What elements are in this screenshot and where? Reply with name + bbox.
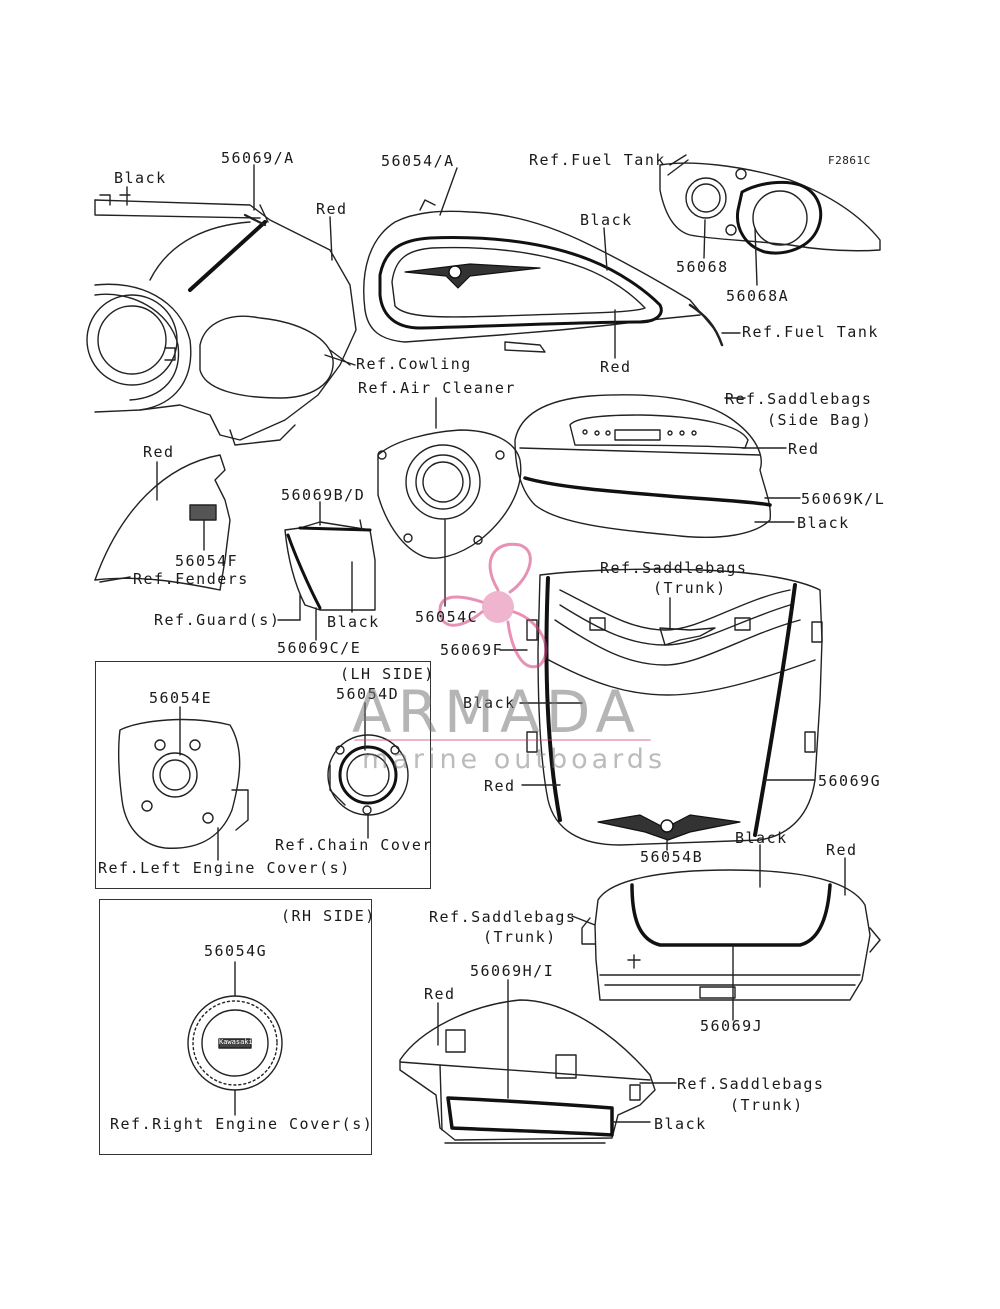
guard-illustration	[284, 519, 376, 621]
label-ref-saddlebags-trunk2: Ref.Saddlebags	[429, 908, 577, 926]
label-ref-chain-cover: Ref.Chain Cover	[275, 836, 433, 854]
leader-black-tank	[603, 227, 608, 271]
label-black-tank: Black	[580, 211, 633, 229]
label-56069KL: 56069K/L	[801, 490, 886, 508]
label-red-cowl: Red	[316, 200, 348, 218]
label-56069HI: 56069H/I	[470, 962, 555, 980]
watermark-tagline: marine outboards	[362, 744, 667, 775]
label-ref-left-engine-cover: Ref.Left Engine Cover(s)	[98, 859, 351, 877]
label-red-tank: Red	[600, 358, 632, 376]
label-trunk: (Trunk)	[653, 579, 727, 597]
leader-56054A	[439, 167, 458, 216]
label-black-sidebag: Black	[797, 514, 850, 532]
label-56054G: 56054G	[204, 942, 268, 960]
label-56054F: 56054F	[175, 552, 239, 570]
label-rh-side: (RH SIDE)	[281, 907, 376, 925]
label-red-fender: Red	[143, 443, 175, 461]
label-black-trunk3: Black	[654, 1115, 707, 1133]
label-red-trunk3: Red	[424, 985, 456, 1003]
fuel-tank-illustration	[363, 199, 724, 353]
lh-side-box	[95, 661, 431, 889]
label-ref-saddlebags-trunk: Ref.Saddlebags	[600, 559, 748, 577]
rh-side-box	[99, 899, 372, 1155]
label-side-bag: (Side Bag)	[767, 411, 873, 429]
label-red-trunk2: Red	[826, 841, 858, 859]
air-cleaner-illustration	[377, 429, 522, 559]
label-56069J: 56069J	[700, 1017, 764, 1035]
label-red-trunk: Red	[484, 777, 516, 795]
label-black-guard: Black	[327, 613, 380, 631]
leader-ref-saddlebags-trunk2	[571, 915, 596, 926]
label-lh-side: (LH SIDE)	[340, 665, 435, 683]
label-trunk2: (Trunk)	[483, 928, 557, 946]
figure-code: F2861C	[828, 154, 871, 167]
label-ref-fenders: Ref.Fenders	[133, 570, 249, 588]
label-ref-right-engine-cover: Ref.Right Engine Cover(s)	[110, 1115, 374, 1133]
leader-ref-fuel-tank-top	[669, 154, 687, 166]
label-ref-guards: Ref.Guard(s)	[154, 611, 281, 629]
label-black-trunk2: Black	[735, 829, 788, 847]
cowling-illustration	[86, 194, 357, 446]
label-56054C: 56054C	[415, 608, 479, 626]
label-ref-air-cleaner: Ref.Air Cleaner	[358, 379, 516, 397]
label-56069BD: 56069B/D	[281, 486, 366, 504]
leader-ref-fenders	[99, 576, 131, 583]
trunk-front-illustration	[526, 568, 823, 846]
sidebag-illustration	[514, 394, 772, 539]
label-56054B: 56054B	[640, 848, 704, 866]
label-56069CE: 56069C/E	[277, 639, 362, 657]
label-black-trunk: Black	[463, 694, 516, 712]
leader-ref-cowling	[324, 354, 356, 366]
label-56069F: 56069F	[440, 641, 504, 659]
tank-gauge-illustration	[659, 159, 881, 255]
emblem-text: Kawasaki	[219, 1038, 253, 1046]
label-ref-cowling: Ref.Cowling	[356, 355, 472, 373]
fender-illustration	[94, 454, 231, 591]
label-ref-saddlebags-side: Ref.Saddlebags	[725, 390, 873, 408]
label-56068A: 56068A	[726, 287, 790, 305]
trunk-rear-illustration	[581, 869, 881, 1001]
leader-56068	[703, 219, 706, 259]
label-56054E: 56054E	[149, 689, 213, 707]
label-ref-saddlebags-trunk3: Ref.Saddlebags	[677, 1075, 825, 1093]
leader-56068A	[754, 227, 758, 286]
label-trunk3: (Trunk)	[730, 1096, 804, 1114]
label-black-cowl: Black	[114, 169, 167, 187]
label-56069G: 56069G	[818, 772, 882, 790]
watermark-brand: ARMADA	[352, 678, 642, 746]
label-ref-fuel-tank-top: Ref.Fuel Tank	[529, 151, 666, 169]
label-56054A: 56054/A	[381, 152, 455, 170]
watermark-propeller-icon	[438, 542, 548, 669]
leader-red-cowl	[329, 216, 333, 261]
trunk-side-illustration	[399, 999, 656, 1144]
left-engine-cover-illustration	[117, 718, 249, 849]
label-ref-fuel-tank-right: Ref.Fuel Tank	[742, 323, 879, 341]
label-56054D: 56054D	[336, 685, 400, 703]
label-red-sidebag: Red	[788, 440, 820, 458]
label-56069A: 56069/A	[221, 149, 295, 167]
label-56068: 56068	[676, 258, 729, 276]
